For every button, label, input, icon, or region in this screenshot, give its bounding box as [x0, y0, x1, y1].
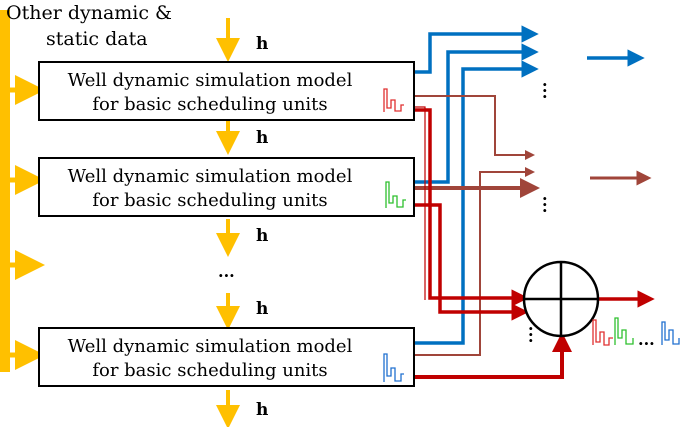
h-label-1: h — [256, 34, 269, 54]
brown-line-2 — [405, 167, 535, 356]
source-bus — [0, 10, 10, 372]
model-box-2: Well dynamic simulation model for basic … — [38, 157, 415, 217]
h-label-3: h — [256, 226, 269, 246]
model-box-1: Well dynamic simulation model for basic … — [38, 61, 415, 121]
source-label-line1: Other dynamic & — [6, 2, 172, 24]
red-line-2 — [415, 203, 529, 321]
blue-line-2 — [415, 43, 539, 184]
red-profile-icon — [592, 319, 613, 346]
ellipsis-brown: ... — [542, 185, 548, 216]
blue-line-3 — [415, 60, 539, 345]
model-box-3-line2: for basic scheduling units — [92, 360, 328, 381]
model-box-2-line1: Well dynamic simulation model — [67, 166, 353, 187]
blue-line-1 — [415, 25, 539, 74]
red-line-3 — [415, 332, 572, 379]
thin-red-line — [415, 106, 426, 300]
h-label-5: h — [256, 400, 269, 420]
model-box-3: Well dynamic simulation model for basic … — [38, 327, 415, 387]
summing-junction-icon — [522, 260, 600, 338]
ellipsis-middle: ... — [218, 262, 235, 281]
ellipsis-profiles: ... — [638, 330, 655, 349]
brown-line-1 — [415, 95, 535, 160]
model-box-2-line2: for basic scheduling units — [92, 190, 328, 211]
ellipsis-junction: ... — [528, 315, 534, 346]
h-label-2: h — [256, 128, 269, 148]
source-label-line2: static data — [46, 28, 148, 50]
h-label-4: h — [256, 299, 269, 319]
blue-profile-icon — [661, 321, 680, 345]
ellipsis-blue: ... — [542, 71, 548, 102]
model-box-3-line1: Well dynamic simulation model — [67, 336, 353, 357]
model-box-1-line1: Well dynamic simulation model — [67, 70, 353, 91]
model-box-1-line2: for basic scheduling units — [92, 94, 328, 115]
green-profile-icon — [614, 317, 634, 345]
